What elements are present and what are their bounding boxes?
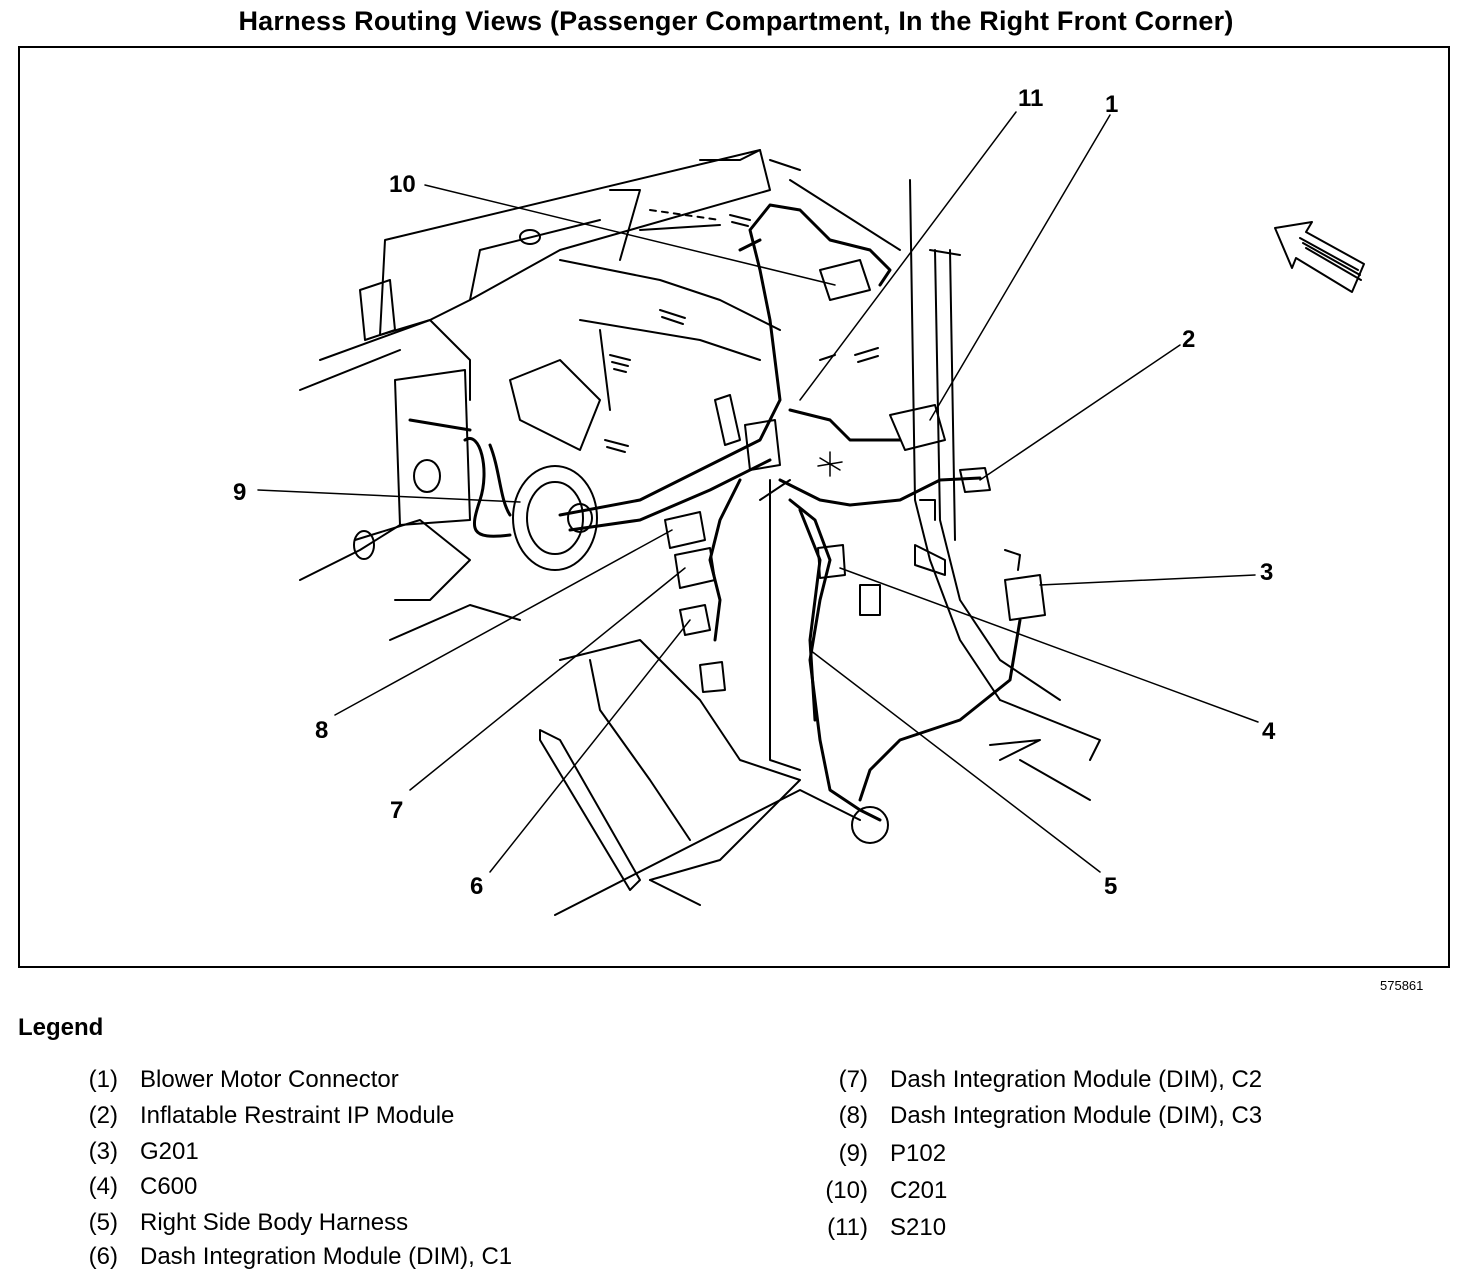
legend-item-text: Inflatable Restraint IP Module: [140, 1102, 455, 1129]
diagram-title: Harness Routing Views (Passenger Compart…: [238, 6, 1234, 36]
legend-item-text: G201: [140, 1138, 199, 1165]
leader-lines: [257, 111, 1259, 873]
c600-connector: [817, 544, 846, 579]
legend-item: (1) Blower Motor Connector: [60, 1066, 520, 1094]
legend-item-text: Dash Integration Module (DIM), C1: [140, 1243, 513, 1270]
legend-item: (2) Inflatable Restraint IP Module: [60, 1102, 520, 1130]
dash-panel-structure: [299, 149, 781, 641]
forward-direction-arrow-icon: [1274, 221, 1365, 293]
g201-ground: [1004, 574, 1046, 621]
callout-11: 11: [1018, 85, 1043, 112]
legend-item-number: (2): [88, 1102, 118, 1129]
legend-item-text: P102: [890, 1140, 947, 1167]
c201-connector: [819, 259, 871, 301]
connectors: [664, 259, 1046, 844]
kick-panel-floor: [539, 479, 861, 916]
legend-item: (4) C600: [60, 1173, 520, 1201]
legend-item-text: Right Side Body Harness: [140, 1209, 409, 1236]
callout-2: 2: [1182, 326, 1195, 353]
legend-item-number: (10): [825, 1177, 868, 1204]
fastener-studs: [604, 209, 879, 453]
legend-item: (6) Dash Integration Module (DIM), C1: [60, 1243, 580, 1271]
right-body-pillar: [769, 159, 1101, 801]
legend-item: (3) G201: [60, 1138, 520, 1166]
legend-heading: Legend: [18, 1014, 104, 1041]
callout-4: 4: [1262, 718, 1276, 745]
callout-3: 3: [1260, 559, 1273, 586]
legend-item-number: (6): [88, 1243, 118, 1270]
legend-item-number: (7): [838, 1066, 868, 1093]
diagram-frame: [18, 46, 1450, 968]
dim-c1-connector: [679, 604, 711, 636]
callout-9: 9: [233, 479, 246, 506]
legend-item: (10) C201: [800, 1177, 1360, 1205]
blower-motor-connector: [889, 404, 946, 451]
legend-item-text: Blower Motor Connector: [140, 1066, 399, 1093]
legend-item: (7) Dash Integration Module (DIM), C2: [800, 1066, 1360, 1094]
legend-item-text: C201: [890, 1177, 948, 1204]
inflatable-restraint-connector: [959, 467, 991, 493]
legend-item-number: (8): [838, 1102, 868, 1129]
legend-item-text: Dash Integration Module (DIM), C3: [890, 1102, 1263, 1129]
light-symbol-icon: [817, 451, 843, 477]
legend-item-number: (4): [88, 1173, 118, 1200]
callout-1: 1: [1105, 91, 1118, 118]
legend-item: (5) Right Side Body Harness: [60, 1209, 520, 1237]
legend-item-number: (1): [88, 1066, 118, 1093]
legend-item-number: (3): [88, 1138, 118, 1165]
legend-item-number: (11): [827, 1214, 868, 1241]
legend-item: (8) Dash Integration Module (DIM), C3: [800, 1102, 1360, 1130]
legend-item: (9) P102: [800, 1140, 1360, 1168]
p102-grommet: [512, 465, 598, 571]
legend-item-text: Dash Integration Module (DIM), C2: [890, 1066, 1263, 1093]
callout-10: 10: [389, 171, 416, 198]
legend-item-text: C600: [140, 1173, 198, 1200]
legend-item: (11) S210: [800, 1214, 1360, 1242]
wiring-harness: [408, 203, 1022, 822]
legend-item-number: (5): [88, 1209, 118, 1236]
figure-number: 575861: [1380, 978, 1424, 993]
callout-5: 5: [1104, 873, 1117, 900]
dim-c3-connector: [664, 511, 706, 549]
callout-6: 6: [470, 873, 483, 900]
legend-item-text: S210: [890, 1214, 947, 1241]
dim-c2-connector: [674, 547, 716, 589]
callout-7: 7: [390, 797, 403, 824]
legend-item-number: (9): [838, 1140, 868, 1167]
callout-8: 8: [315, 717, 328, 744]
